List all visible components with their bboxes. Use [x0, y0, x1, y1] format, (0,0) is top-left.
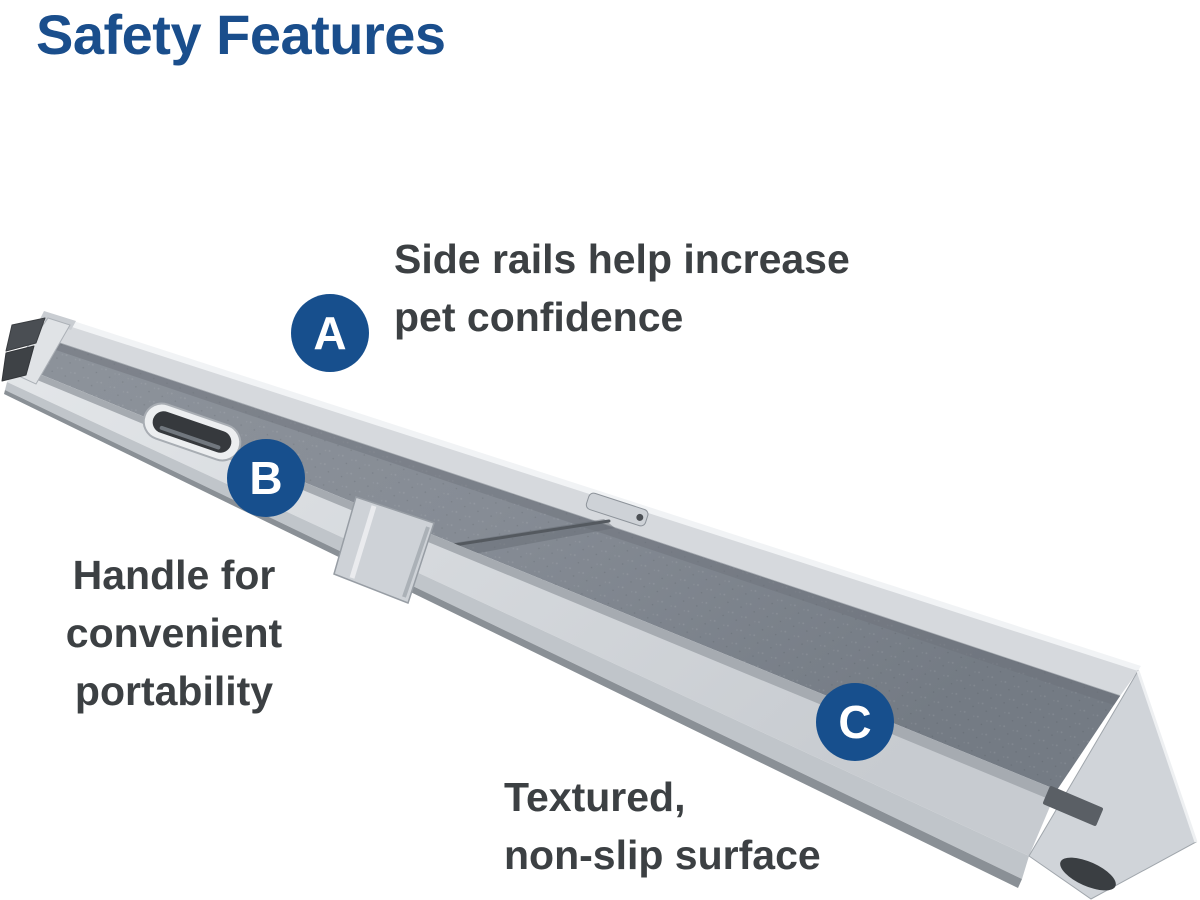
brand-plate	[1043, 786, 1103, 826]
handle-grip-line	[159, 425, 221, 450]
callout-text-side-rails: Side rails help increase pet confidence	[394, 230, 850, 346]
callout-a-line-1: Side rails help increase	[394, 236, 850, 282]
callout-c-line-1: Textured,	[504, 774, 686, 820]
callout-badge-a: A	[291, 294, 369, 372]
collar-shade	[402, 526, 430, 598]
brand-plate-body	[1043, 786, 1103, 826]
deck-top-shadow	[32, 335, 1120, 705]
right-cap-highlight	[1136, 670, 1198, 843]
callout-text-surface: Textured, non-slip surface	[504, 768, 821, 884]
callout-c-line-2: non-slip surface	[504, 832, 821, 879]
ramp-right-end-cap	[1028, 669, 1198, 900]
callout-b-line-2: convenient	[65, 610, 283, 657]
callout-badge-b: B	[227, 439, 305, 517]
rubber-foot-lower	[1, 345, 35, 382]
ramp-joint-collar	[333, 496, 435, 604]
rubber-foot-right	[1060, 857, 1116, 891]
ramp-left-end-cap	[1, 311, 76, 385]
callout-b-line-3: portability	[74, 668, 274, 715]
ramp-carry-handle	[142, 402, 242, 462]
far-rail-face	[35, 319, 1138, 696]
callout-badge-c: C	[816, 683, 894, 761]
page-title: Safety Features	[36, 3, 446, 66]
rubber-foot-upper	[5, 317, 46, 352]
latch-body	[585, 492, 649, 527]
handle-slot	[152, 411, 232, 453]
ramp-latch	[585, 492, 649, 527]
latch-pin	[636, 513, 644, 521]
collar-highlight	[349, 505, 377, 579]
callout-a-line-2: pet confidence	[394, 294, 684, 341]
callout-text-handle: Handle for convenient portability	[28, 546, 320, 721]
callout-b-line-1: Handle for	[72, 552, 276, 598]
